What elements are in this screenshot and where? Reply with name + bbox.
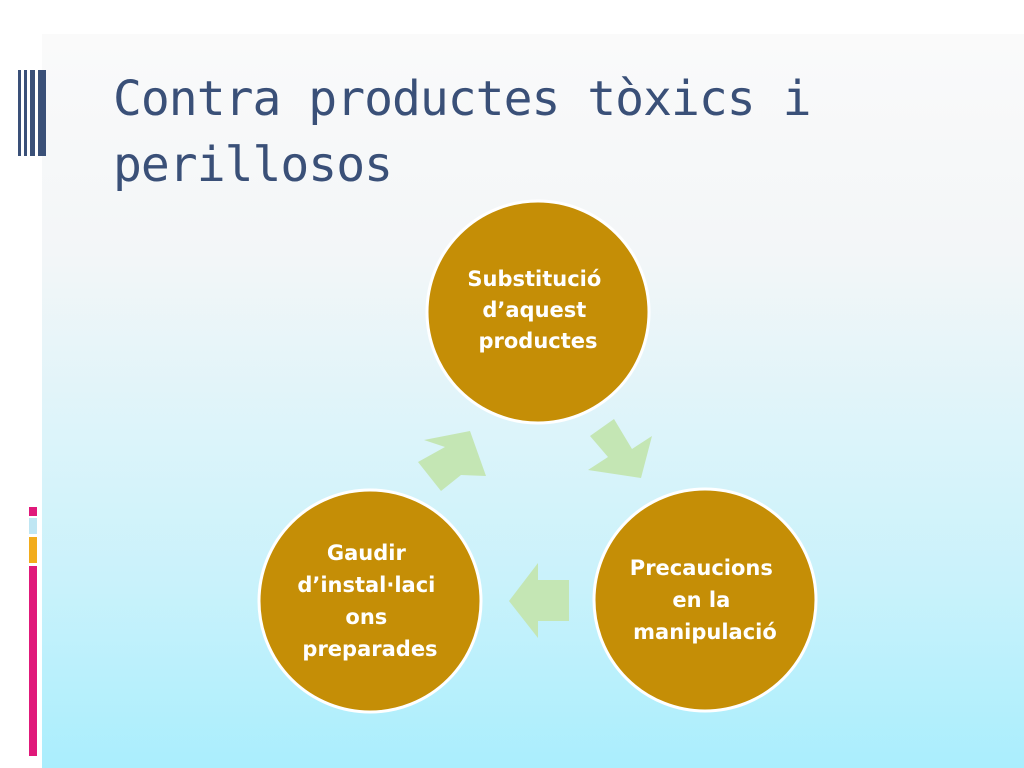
node-left-line-4: preparades bbox=[302, 637, 437, 661]
node-precaucions: Precaucions en la manipulació bbox=[592, 487, 818, 713]
slide-title: Contra productes tòxics i perillosos bbox=[113, 71, 811, 193]
node-left-line-2: d’instal·laci bbox=[297, 573, 435, 597]
node-right-line-3: manipulació bbox=[633, 620, 777, 644]
accent-stripe-orange bbox=[29, 537, 37, 563]
node-top-line-3: productes bbox=[478, 329, 597, 353]
accent-stripe-magenta-long bbox=[29, 566, 37, 756]
svg-text:Gaudir d’instal·laci: Gaudir d’instal·laci ons preparades bbox=[297, 541, 442, 661]
arrow-left-to-top bbox=[418, 431, 486, 491]
arrow-top-to-right bbox=[588, 419, 652, 478]
node-left-line-1: Gaudir bbox=[327, 541, 407, 565]
node-right-line-2: en la bbox=[672, 588, 730, 612]
node-top-line-1: Substitució bbox=[467, 267, 601, 291]
corner-logo bbox=[18, 70, 46, 156]
node-right-line-1: Precaucions bbox=[630, 556, 773, 580]
svg-text:Precaucions en la: Precaucions en la manipulació bbox=[630, 556, 780, 644]
accent-stripe-lightblue bbox=[29, 518, 37, 534]
arrow-right-to-left bbox=[509, 563, 569, 638]
accent-stripe-magenta-top bbox=[29, 507, 37, 516]
svg-text:Substitució d’aquest: Substitució d’aquest productes bbox=[467, 267, 608, 353]
node-left-line-3: ons bbox=[345, 605, 387, 629]
node-gaudir: Gaudir d’instal·laci ons preparades bbox=[257, 488, 483, 714]
node-substitucio: Substitució d’aquest productes bbox=[425, 199, 651, 425]
node-top-line-2: d’aquest bbox=[482, 298, 586, 322]
